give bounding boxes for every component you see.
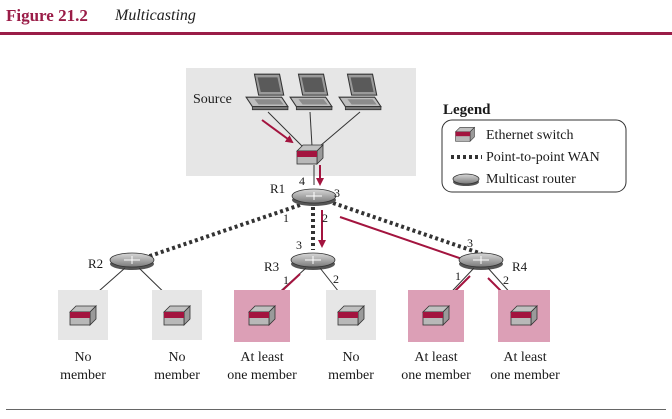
- router-r4-icon: [458, 252, 504, 270]
- r4-port-3: 3: [467, 236, 473, 250]
- figure-title: Multicasting: [115, 7, 196, 24]
- router-r2-label: R2: [88, 256, 103, 271]
- lan-4-label-line1: No: [342, 350, 359, 365]
- router-r2-icon: [109, 252, 155, 270]
- r3-port-1: 1: [283, 273, 289, 287]
- r3-port-2: 2: [333, 272, 339, 286]
- lan-5-label-line2: one member: [401, 368, 471, 383]
- legend-item-router: Multicast router: [486, 172, 576, 187]
- router-r4-label: R4: [512, 259, 528, 274]
- source-switch-icon: [296, 144, 324, 165]
- lan-1-label-line2: member: [60, 368, 106, 383]
- lan-2-label-line1: No: [168, 350, 185, 365]
- router-r1-icon: [291, 188, 337, 206]
- router-r3-icon: [290, 252, 336, 270]
- router-r1-label: R1: [270, 181, 285, 196]
- lan-2-switch-icon: [163, 305, 191, 326]
- lan-6-label-line1: At least: [503, 350, 546, 365]
- wan-r1-r4: [332, 201, 483, 256]
- router-icon: [452, 173, 480, 186]
- source-label: Source: [193, 92, 232, 107]
- legend-title: Legend: [443, 102, 491, 118]
- ethernet-switch-icon: [455, 127, 475, 142]
- r1-port-1: 1: [283, 211, 289, 225]
- lan-3-switch-icon: [248, 305, 276, 326]
- r1-port-2: 2: [322, 211, 328, 225]
- r1-port-4: 4: [299, 174, 305, 188]
- router-r3-label: R3: [264, 259, 279, 274]
- lan-2-label-line2: member: [154, 368, 200, 383]
- legend-item-wan: Point-to-point WAN: [486, 150, 600, 165]
- source-link-3: [319, 111, 361, 147]
- r4-port-2: 2: [503, 273, 509, 287]
- source-link-2: [309, 111, 313, 147]
- lan-1-switch-icon: [69, 305, 97, 326]
- lan-3-label-line2: one member: [227, 368, 297, 383]
- legend-item-switch: Ethernet switch: [486, 128, 573, 143]
- r1-port-3: 3: [334, 186, 340, 200]
- lan-4-switch-icon: [337, 305, 365, 326]
- lan-3-label-line1: At least: [240, 350, 283, 365]
- header-rule: [0, 32, 672, 35]
- r3-port-3: 3: [296, 238, 302, 252]
- figure-number: Figure 21.2: [6, 6, 88, 25]
- r4-port-1: 1: [455, 269, 461, 283]
- legend-box: [441, 119, 627, 193]
- footer-rule: [6, 409, 666, 410]
- lan-5-label-line1: At least: [414, 350, 457, 365]
- source-link-1: [267, 111, 303, 147]
- lan-1-label-line1: No: [74, 350, 91, 365]
- figure-header: Figure 21.2 Multicasting: [0, 0, 672, 34]
- wan-r1-r2: [137, 203, 301, 262]
- source-arrow: [261, 119, 294, 144]
- lan-4-label-line2: member: [328, 368, 374, 383]
- lan-5-switch-icon: [422, 305, 450, 326]
- lan-6-label-line2: one member: [490, 368, 560, 383]
- lan-6-switch-icon: [510, 305, 538, 326]
- arrow-r1-r4: [339, 216, 470, 263]
